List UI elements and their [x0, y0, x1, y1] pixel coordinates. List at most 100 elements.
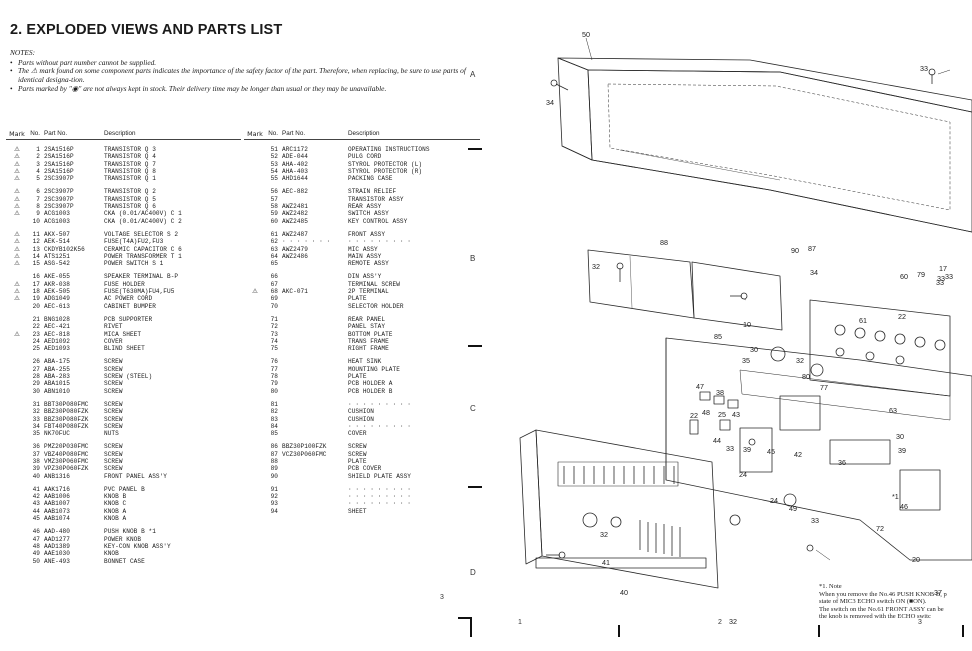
callout-number: 79 — [917, 270, 925, 279]
description-cell: · · · · · · · · · — [348, 485, 412, 493]
description-cell: TRANSISTOR ASSY — [348, 195, 404, 203]
row-letter-c: C — [470, 404, 476, 413]
row-divider-mark — [468, 148, 482, 150]
description-cell: BONNET CASE — [104, 557, 145, 565]
no-cell: 89 — [270, 465, 278, 473]
no-cell: 79 — [270, 380, 278, 388]
callout-number: 33 — [811, 516, 819, 525]
description-cell: TRANSISTOR Q 7 — [104, 160, 156, 168]
no-cell: 60 — [270, 217, 278, 225]
part-no-cell: AAD1277 — [44, 535, 70, 543]
no-cell: 14 — [32, 252, 40, 260]
description-cell: PULG CORD — [348, 153, 382, 161]
header-mark: Mark — [247, 130, 263, 138]
description-cell: HEAT SINK — [348, 358, 382, 366]
callout-number: 72 — [876, 524, 884, 533]
part-no-cell: BBZ30P080FZK — [44, 408, 89, 416]
bonnet-case-drawing — [557, 57, 972, 233]
table-header: Mark No. Part No. Description — [244, 130, 480, 140]
callout-number: 33 — [937, 274, 945, 283]
mark-cell — [244, 231, 266, 238]
description-cell: KNOB B — [104, 493, 127, 501]
row-divider-mark — [468, 486, 482, 488]
part-no-cell: AEK-514 — [44, 238, 70, 246]
parts-list-page: 2. EXPLODED VIEWS AND PARTS LIST NOTES: … — [0, 0, 482, 651]
no-cell: 82 — [270, 408, 278, 416]
no-cell: 93 — [270, 500, 278, 508]
description-cell: FRONT ASSY — [348, 230, 386, 238]
part-no-cell: VPZ30P060FZK — [44, 465, 89, 473]
callout-number: 33 — [936, 278, 944, 287]
callout-number: 22 — [898, 312, 906, 321]
description-cell: · · · · · · · · · — [348, 400, 412, 408]
no-cell: 20 — [32, 302, 40, 310]
callout-number: 90 — [791, 246, 799, 255]
part-no-cell: BBZ30P080FZK — [44, 415, 89, 423]
mark-cell — [6, 473, 28, 480]
description-cell: TERMINAL SCREW — [348, 280, 400, 288]
part-no-cell — [280, 465, 346, 472]
description-cell: TRANSISTOR Q 4 — [104, 153, 156, 161]
mark-cell — [244, 238, 266, 245]
mark-cell — [6, 430, 28, 437]
callout-number: 39 — [898, 446, 906, 455]
no-cell: 85 — [270, 430, 278, 438]
mark-cell — [6, 303, 28, 310]
part-no-cell: AAE1030 — [44, 550, 70, 558]
part-no-cell: NK70FUC — [44, 430, 70, 438]
part-no-cell — [280, 260, 346, 267]
callout-number: 37 — [934, 588, 942, 597]
no-cell: 65 — [270, 260, 278, 268]
description-cell: REAR ASSY — [348, 203, 382, 211]
description-cell: TRANSISTOR Q 3 — [104, 146, 156, 153]
description-cell: CABINET BUMPER — [104, 302, 156, 310]
mark-cell — [244, 246, 266, 253]
description-cell: POWER SWITCH S 1 — [104, 260, 164, 268]
no-cell: 87 — [270, 450, 278, 458]
no-cell: 23 — [32, 330, 40, 338]
description-cell: MOUNTING PLATE — [348, 365, 400, 373]
mark-cell — [244, 416, 266, 423]
mark-cell — [244, 153, 266, 160]
part-no-cell — [280, 366, 346, 373]
callout-number: *1 — [892, 492, 899, 501]
part-no-cell: 2SC3907P — [44, 195, 74, 203]
description-cell: VOLTAGE SELECTOR S 2 — [104, 230, 179, 238]
header-part-no: Part No. — [282, 130, 306, 137]
no-cell: 52 — [270, 153, 278, 161]
description-cell: CERAMIC CAPACITOR C 6 — [104, 245, 182, 253]
part-no-cell: 2SA1516P — [44, 153, 74, 161]
column-divider-mark — [818, 625, 820, 637]
part-no-cell: VCZ30P060FMC — [282, 450, 327, 458]
description-cell: · · · · · · · · · — [348, 238, 412, 246]
mark-cell — [244, 218, 266, 225]
callout-number: 35 — [742, 356, 750, 365]
mark-cell — [244, 168, 266, 175]
description-cell: BLIND SHEET — [104, 345, 145, 353]
part-no-cell: AAD1389 — [44, 542, 70, 550]
description-cell: · · · · · · · · · — [348, 493, 412, 501]
part-no-cell: 2SA1516P — [44, 146, 74, 153]
